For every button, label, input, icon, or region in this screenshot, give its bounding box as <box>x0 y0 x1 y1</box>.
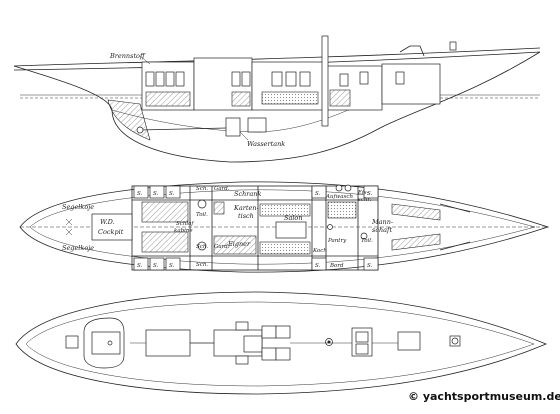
gard-bottom-label: Gard. <box>214 244 230 250</box>
shelf-label-9: S. <box>367 191 373 197</box>
sch-bottom2-label: Sch. <box>196 262 208 268</box>
salon-label: Salon <box>284 214 303 222</box>
shelf-label-1: S. <box>137 191 143 197</box>
sail-berth-bottom-label: Segelkoje <box>62 244 94 252</box>
chart-label-b: tisch <box>238 212 254 220</box>
shelf-label-5: S. <box>153 263 159 269</box>
shelf-label-2: S. <box>153 191 159 197</box>
shelf-label-4: S. <box>137 263 143 269</box>
cockpit-label: Cockpit <box>98 228 124 236</box>
watermark-bg <box>404 387 556 403</box>
water-tank-label: Wassertank <box>247 140 285 148</box>
toilet-label-a: Toil. <box>196 212 208 218</box>
deckhouse-windows <box>145 71 405 87</box>
crew-label-a: Mann- <box>371 218 393 226</box>
ice-label-b: schr. <box>358 197 371 203</box>
sink-label: Aufwasch <box>325 194 353 200</box>
shelf-label-8: S. <box>315 263 321 269</box>
sch-top-label: Sch. <box>196 186 208 192</box>
stern-markers <box>65 218 73 236</box>
shelf-label-6: S. <box>169 263 175 269</box>
cabin-label-b: kabine <box>174 228 193 234</box>
toilet-label-b: Toil. <box>361 238 373 244</box>
interior-plan: S. S. S. S. S. S. S. S. S. S. Segelkoje … <box>19 181 550 273</box>
ice-label-a: Eis- <box>357 190 369 196</box>
crew-bunks <box>391 203 471 251</box>
sch-bottom-label: Sch. <box>196 244 208 250</box>
sail-berth-top-label: Segelkoje <box>62 203 94 211</box>
cabin-label-a: Schlaf <box>176 221 194 227</box>
crew-label-b: schaft <box>372 226 392 234</box>
koch-label: Koch <box>312 248 327 254</box>
shelf-label-7: S. <box>315 191 321 197</box>
pantry-label: Pantry <box>327 238 347 244</box>
deck-top-view <box>15 291 548 395</box>
cupboard-label: Schrank <box>234 190 261 198</box>
gard-top-label: Gard. <box>214 186 230 192</box>
owner-label: Eigner <box>227 240 251 248</box>
shelf-label-10: S. <box>367 263 373 269</box>
board-label: Bord <box>329 263 344 269</box>
shelf-boxes <box>133 185 379 271</box>
profile-view: Brennstoff Wassertank <box>13 35 541 163</box>
fuel-label: Brennstoff <box>109 52 146 60</box>
shelf-label-3: S. <box>169 191 175 197</box>
chart-label-a: Karten- <box>233 204 259 212</box>
wc-label: W.D. <box>100 218 115 226</box>
watermark-text: © yachtsportmuseum.de <box>408 390 560 403</box>
